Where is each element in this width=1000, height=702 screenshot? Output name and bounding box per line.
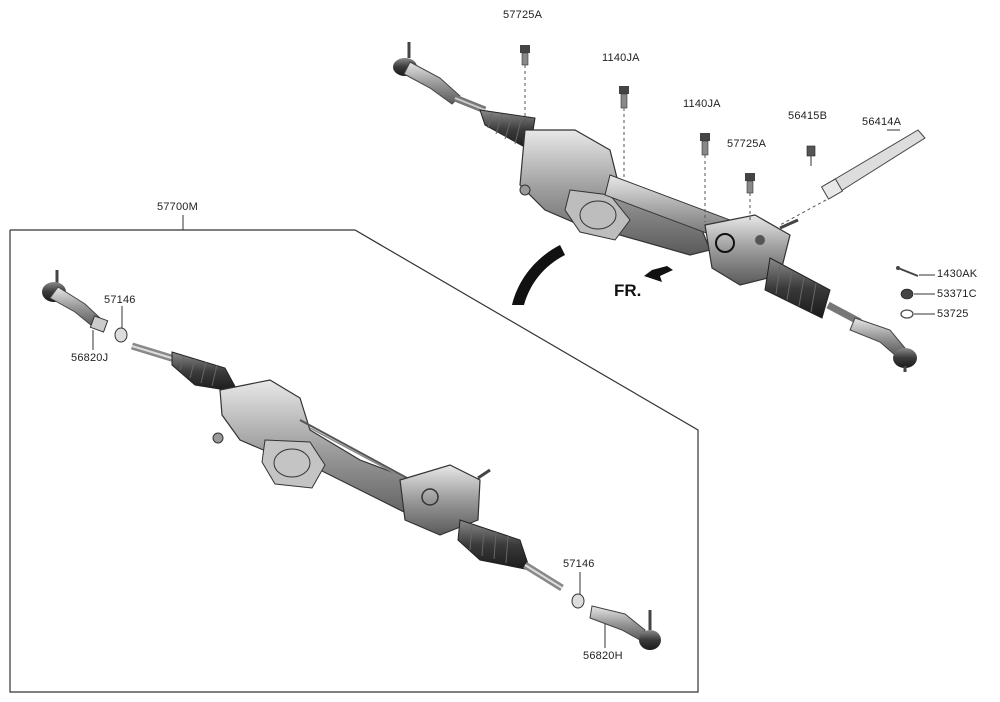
nut-53371C xyxy=(900,288,914,300)
label-57146-right: 57146 xyxy=(563,558,595,570)
plug-56415B xyxy=(806,145,816,166)
label-53371C: 53371C xyxy=(937,288,977,300)
lower-left-seal-57146 xyxy=(114,327,128,343)
bolt-57725A-top xyxy=(520,45,530,122)
pin-1430AK xyxy=(896,266,919,277)
front-arrow-icon xyxy=(644,266,673,282)
lower-right-seal-57146 xyxy=(571,593,585,609)
front-direction-label: FR. xyxy=(614,281,642,300)
upper-left-tie-rod-end xyxy=(393,42,461,105)
label-57725A-top: 57725A xyxy=(503,9,543,21)
lower-motor xyxy=(261,439,326,489)
bolt-57725A-mid xyxy=(745,173,755,222)
label-57700M: 57700M xyxy=(157,201,198,213)
washer-53725 xyxy=(900,309,914,319)
label-56414A: 56414A xyxy=(862,116,902,128)
label-56415B: 56415B xyxy=(788,110,828,122)
lower-right-bellows-boot xyxy=(457,519,531,571)
lower-left-tie-rod-end xyxy=(42,270,101,327)
label-57725A-mid: 57725A xyxy=(727,138,767,150)
lower-right-tie-rod-end xyxy=(589,605,661,650)
label-53725: 53725 xyxy=(937,308,969,320)
assembly-frame xyxy=(9,229,699,693)
lower-left-jam-nut xyxy=(89,315,109,333)
curved-arrow-icon xyxy=(512,245,565,305)
label-1140JA-a: 1140JA xyxy=(602,52,640,64)
bolt-1140JA-a xyxy=(619,86,629,178)
upper-steering-gear-assembly xyxy=(393,42,917,372)
label-1430AK: 1430AK xyxy=(937,268,978,280)
label-1140JA-b: 1140JA xyxy=(683,98,721,110)
label-56820H: 56820H xyxy=(583,650,623,662)
upper-right-bellows-boot xyxy=(764,257,831,319)
lower-steering-gear-assembly xyxy=(42,270,661,650)
label-56820J: 56820J xyxy=(71,352,109,364)
lower-left-bellows-boot xyxy=(171,351,239,393)
dust-cover-56414A xyxy=(779,129,926,226)
bolt-1140JA-b xyxy=(700,133,710,222)
upper-right-tie-rod-end xyxy=(849,317,917,372)
label-57146-left: 57146 xyxy=(104,294,136,306)
lower-pinion-housing xyxy=(399,464,481,536)
